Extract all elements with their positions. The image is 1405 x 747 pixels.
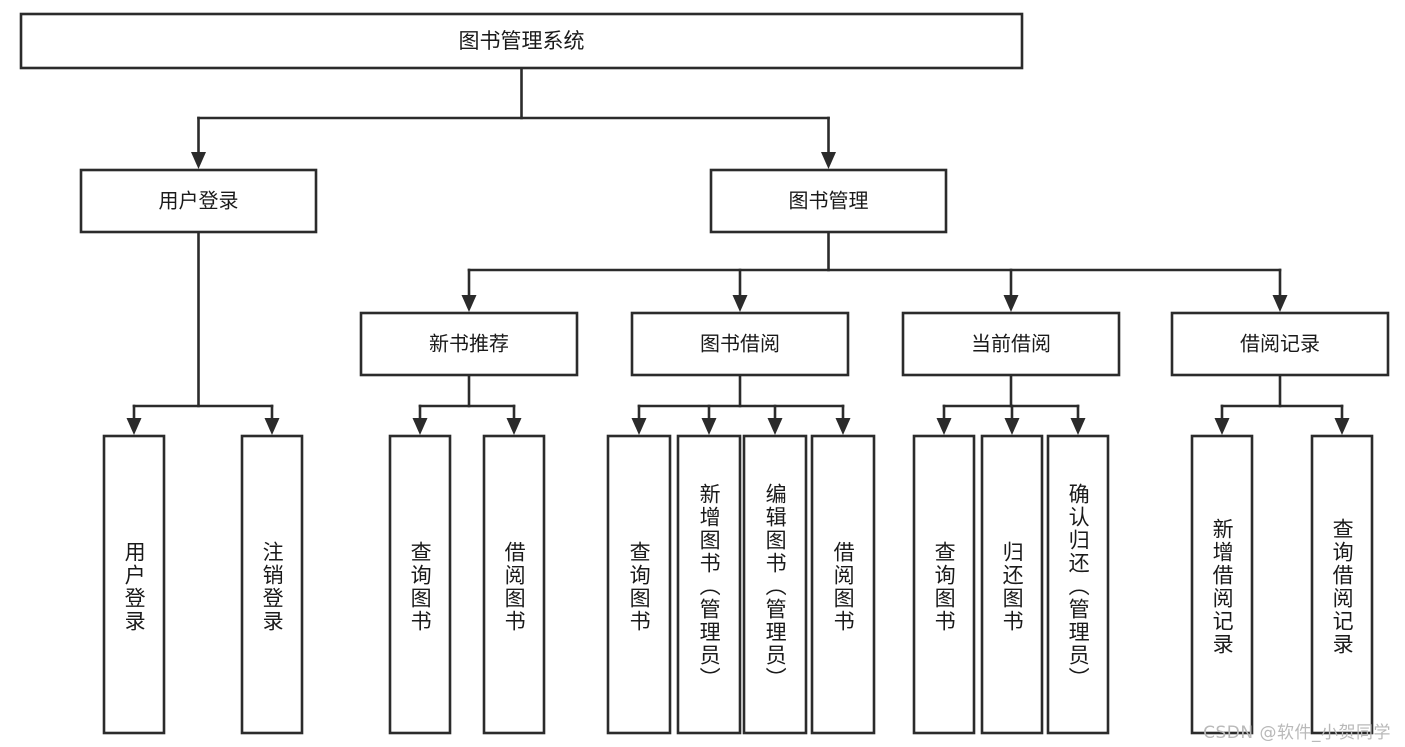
node-label-user-login: 用户登录 xyxy=(159,189,239,213)
node-box-book-borrow[interactable] xyxy=(630,311,850,377)
connector-group-root xyxy=(191,66,836,169)
node-box-leaf-edit-book[interactable] xyxy=(742,434,808,735)
node-borrow-record[interactable]: 借阅记录 xyxy=(1170,311,1390,377)
arrow-head-icon xyxy=(264,418,280,435)
arrow-head-icon xyxy=(506,418,522,435)
connector-group-book-management xyxy=(461,230,1288,312)
node-box-root[interactable] xyxy=(19,12,1024,70)
arrow-head-icon xyxy=(126,418,142,435)
node-box-leaf-add-book[interactable] xyxy=(676,434,742,735)
node-leaf-query-book-borrow[interactable] xyxy=(606,434,672,735)
arrow-head-icon xyxy=(936,418,952,435)
arrow-head-icon xyxy=(767,418,783,435)
node-box-leaf-user-login[interactable] xyxy=(102,434,166,735)
node-book-borrow[interactable]: 图书借阅 xyxy=(630,311,850,377)
node-leaf-query-borrow-record[interactable] xyxy=(1310,434,1374,735)
connector-group-new-book-recommend xyxy=(412,373,522,435)
node-label-book-borrow: 图书借阅 xyxy=(700,332,780,356)
arrow-head-icon xyxy=(412,418,428,435)
node-box-leaf-return-book[interactable] xyxy=(980,434,1044,735)
node-box-current-borrow[interactable] xyxy=(901,311,1121,377)
watermark-text: CSDN @软件_小贺同学 xyxy=(1203,723,1391,743)
node-box-leaf-query-borrow-record[interactable] xyxy=(1310,434,1374,735)
arrow-head-icon xyxy=(461,295,477,312)
node-leaf-add-borrow-record[interactable] xyxy=(1190,434,1254,735)
arrow-head-icon xyxy=(1004,418,1020,435)
node-leaf-borrow-book[interactable] xyxy=(810,434,876,735)
node-label-borrow-record: 借阅记录 xyxy=(1240,332,1320,356)
connector-group-borrow-record xyxy=(1214,373,1350,435)
node-leaf-edit-book[interactable] xyxy=(742,434,808,735)
node-box-leaf-borrow-book-recommend[interactable] xyxy=(482,434,546,735)
node-book-management[interactable]: 图书管理 xyxy=(709,168,948,234)
node-leaf-return-book[interactable] xyxy=(980,434,1044,735)
node-leaf-add-book[interactable] xyxy=(676,434,742,735)
arrow-head-icon xyxy=(1272,295,1288,312)
arrow-head-icon xyxy=(835,418,851,435)
arrow-head-icon xyxy=(1070,418,1086,435)
arrow-head-icon xyxy=(1334,418,1350,435)
node-label-root: 图书管理系统 xyxy=(459,29,585,53)
node-label-book-management: 图书管理 xyxy=(789,189,869,213)
connector-group-current-borrow xyxy=(936,373,1086,435)
node-leaf-user-login[interactable] xyxy=(102,434,166,735)
node-box-leaf-user-logout[interactable] xyxy=(240,434,304,735)
node-leaf-query-book-recommend[interactable] xyxy=(388,434,452,735)
node-box-leaf-add-borrow-record[interactable] xyxy=(1190,434,1254,735)
node-label-current-borrow: 当前借阅 xyxy=(971,332,1051,356)
node-user-login[interactable]: 用户登录 xyxy=(79,168,318,234)
arrow-head-icon xyxy=(732,295,748,312)
node-box-leaf-query-book-current[interactable] xyxy=(912,434,976,735)
node-box-new-book-recommend[interactable] xyxy=(359,311,579,377)
node-box-leaf-confirm-return[interactable] xyxy=(1046,434,1110,735)
node-box-book-management[interactable] xyxy=(709,168,948,234)
node-leaf-confirm-return[interactable] xyxy=(1046,434,1110,735)
node-box-user-login[interactable] xyxy=(79,168,318,234)
node-current-borrow[interactable]: 当前借阅 xyxy=(901,311,1121,377)
node-leaf-borrow-book-recommend[interactable] xyxy=(482,434,546,735)
connector-layer xyxy=(126,66,1350,435)
node-new-book-recommend[interactable]: 新书推荐 xyxy=(359,311,579,377)
node-box-leaf-query-book-recommend[interactable] xyxy=(388,434,452,735)
arrow-head-icon xyxy=(1214,418,1230,435)
node-box-borrow-record[interactable] xyxy=(1170,311,1390,377)
arrow-head-icon xyxy=(631,418,647,435)
arrow-head-icon xyxy=(1003,295,1019,312)
node-label-new-book-recommend: 新书推荐 xyxy=(429,332,509,356)
node-box-leaf-query-book-borrow[interactable] xyxy=(606,434,672,735)
arrow-head-icon xyxy=(191,152,206,169)
connector-group-user-login xyxy=(126,230,280,435)
arrow-head-icon xyxy=(701,418,717,435)
connector-group-book-borrow xyxy=(631,373,851,435)
node-leaf-query-book-current[interactable] xyxy=(912,434,976,735)
arrow-head-icon xyxy=(821,152,836,169)
node-root[interactable]: 图书管理系统 xyxy=(19,12,1024,70)
node-box-leaf-borrow-book[interactable] xyxy=(810,434,876,735)
node-leaf-user-logout[interactable] xyxy=(240,434,304,735)
